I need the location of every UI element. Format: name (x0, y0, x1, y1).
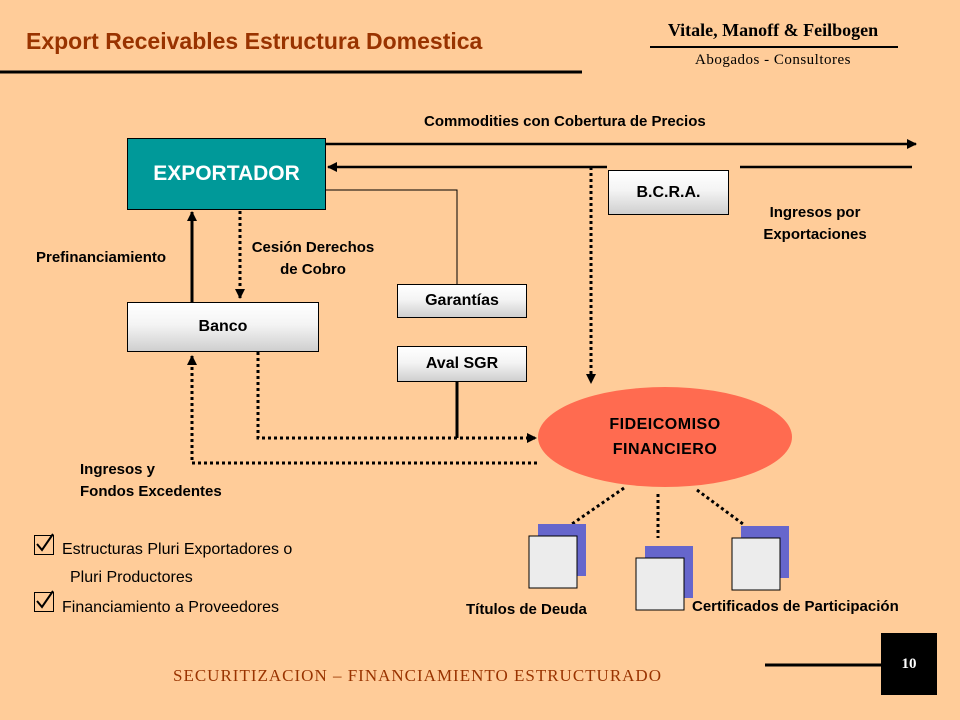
document-icon (528, 524, 586, 589)
document-icon (635, 546, 693, 611)
document-icon (731, 526, 789, 591)
ingresos-fondos-line2: Fondos Excedentes (80, 483, 222, 500)
cesion-derechos-label: Cesión Derechos de Cobro (238, 237, 388, 281)
footer-text: SECURITIZACION – FINANCIAMIENTO ESTRUCTU… (173, 666, 662, 685)
certificados-label: Certificados de Participación (692, 598, 899, 615)
checklist-item-1-line2: Pluri Productores (70, 569, 193, 586)
banco-fideicomiso-dotted (256, 352, 537, 443)
exportador-box: EXPORTADOR (127, 138, 326, 210)
checkbox-icon (34, 533, 54, 555)
fideicomiso-ellipse: FIDEICOMISO FINANCIERO (538, 387, 792, 487)
ingresos-exportaciones-line1: Ingresos por (769, 204, 861, 221)
ingresos-fondos-line1: Ingresos y (80, 461, 156, 478)
fide-certificados-dotted (696, 488, 744, 526)
firm-name: Vitale, Manoff & Feilbogen (667, 20, 879, 40)
titulos-label: Títulos de Deuda (466, 601, 587, 618)
bcra-box: B.C.R.A. (608, 170, 729, 215)
firm-subtitle: Abogados - Consultores (695, 52, 851, 68)
garantias-box: Garantías (397, 284, 527, 318)
exportador-garantias-line (326, 189, 458, 284)
fideicomiso-label-1: FIDEICOMISO (609, 416, 721, 433)
checklist-item-2: Financiamiento a Proveedores (62, 599, 280, 616)
page-number: 10 (881, 633, 937, 695)
banco-box: Banco (127, 302, 319, 352)
commodities-label: Commodities con Cobertura de Precios (424, 113, 706, 130)
checklist-item-1-line1: Estructuras Pluri Exportadores o (62, 541, 293, 558)
checkbox-icon (34, 590, 54, 612)
ingresos-fondos-label: Ingresos y Fondos Excedentes (80, 459, 222, 503)
prefinanciamiento-label: Prefinanciamiento (36, 249, 167, 266)
cesion-derechos-line2: de Cobro (280, 261, 346, 278)
fideicomiso-label-2: FINANCIERO (612, 441, 718, 458)
fide-titulos-dotted (571, 486, 625, 526)
cesion-derechos-line1: Cesión Derechos (251, 239, 375, 256)
page-title: Export Receivables Estructura Domestica (26, 28, 483, 54)
aval-sgr-box: Aval SGR (397, 346, 527, 382)
ingresos-exportaciones-label: Ingresos por Exportaciones (730, 202, 900, 246)
ingresos-fondos-dotted (187, 355, 537, 465)
ingresos-exportaciones-line2: Exportaciones (763, 226, 867, 243)
